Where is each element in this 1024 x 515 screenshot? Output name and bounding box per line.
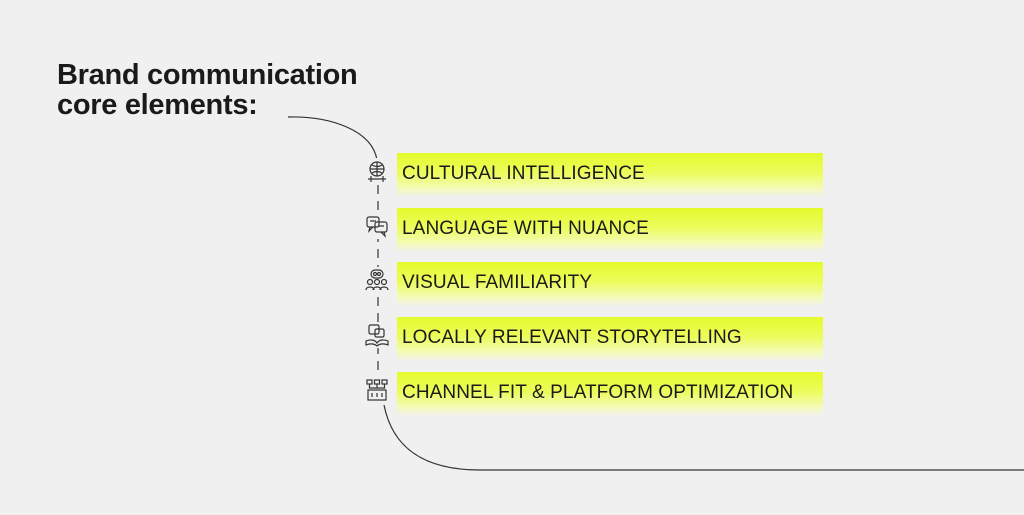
highlight-bar <box>397 317 823 361</box>
people-group-icon <box>364 267 390 293</box>
highlight-bar <box>397 153 823 197</box>
top-curve <box>287 116 378 161</box>
element-label: VISUAL FAMILIARITY <box>402 272 593 293</box>
highlight-bar <box>397 372 823 416</box>
element-label: LOCALLY RELEVANT STORYTELLING <box>402 327 742 348</box>
brain-globe-icon <box>364 158 390 184</box>
network-nodes-icon <box>364 377 390 403</box>
title-line-2: core elements: <box>57 89 258 121</box>
speech-bubbles-icon <box>364 213 390 239</box>
element-label: LANGUAGE WITH NUANCE <box>402 218 649 239</box>
title-line-1: Brand communication <box>57 59 358 91</box>
open-book-chat-icon <box>364 322 390 348</box>
element-label: CHANNEL FIT & PLATFORM OPTIMIZATION <box>402 382 794 403</box>
highlight-bar <box>397 208 823 252</box>
bottom-curve <box>383 404 1024 471</box>
element-label: CULTURAL INTELLIGENCE <box>402 163 645 184</box>
page-title: Brand communication core elements: <box>57 59 358 121</box>
highlight-bar <box>397 262 823 306</box>
